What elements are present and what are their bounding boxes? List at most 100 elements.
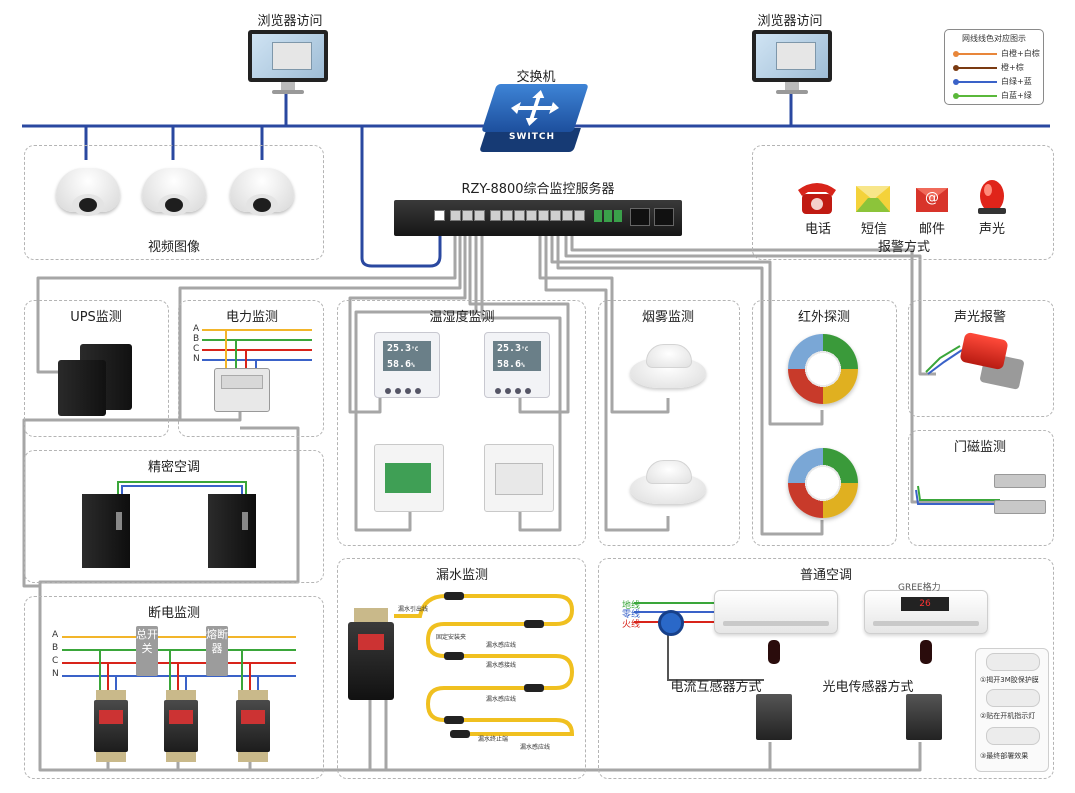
precision-ac-label: 精密空调: [147, 460, 201, 475]
ac-brand: GREE格力: [898, 583, 941, 593]
beacon-icon: [974, 176, 1010, 220]
browser-right-monitor-icon: [752, 30, 832, 94]
phase-label: A: [52, 630, 59, 640]
leak-note: 漏水感应线: [486, 696, 517, 703]
door-panel: [908, 430, 1054, 546]
leak-note: 漏水终止端: [478, 736, 509, 743]
svg-text:@: @: [925, 190, 939, 206]
ct-mode-label: 电流互感器方式: [670, 680, 762, 695]
ups-label: UPS监测: [70, 310, 122, 325]
wire-pir-1: [550, 226, 824, 426]
precision-ac-unit-icon: [208, 494, 256, 568]
temp-reading: 25.3: [497, 343, 522, 354]
sms-icon: [854, 180, 892, 220]
normal-ac-label: 普通空调: [799, 568, 853, 583]
water-leak-label: 漏水监测: [435, 568, 489, 583]
phase-label: A: [193, 324, 200, 334]
sound-light-panel: [908, 300, 1054, 417]
humidity-unit: %: [411, 362, 415, 369]
sensor-probe-icon: [768, 640, 780, 664]
wire-box-2: [480, 226, 562, 532]
browser-right-label: 浏览器访问: [757, 14, 823, 29]
precision-ac-unit-icon: [82, 494, 130, 568]
smoke-panel: [598, 300, 740, 546]
wall-ac-unit-icon: [714, 590, 838, 634]
legend-swatch-line: [957, 53, 997, 55]
legend-swatch-line: [957, 95, 997, 97]
sensor-box-icon: [484, 444, 554, 512]
normal-ac-panel: [598, 558, 1054, 779]
water-leak-controller-icon: [348, 608, 394, 700]
ac-line-label: 地线: [622, 601, 641, 611]
temp-humidity-panel: [337, 300, 586, 546]
fuse-breaker: 熔断器: [206, 626, 228, 676]
temp-reading: 25.3: [387, 343, 412, 354]
install-step: ①揭开3M胶保护膜: [980, 676, 1039, 684]
legend-item-label: 橙+棕: [1001, 63, 1024, 72]
legend-item-label: 白橙+白棕: [1001, 49, 1040, 58]
legend-swatch-dot: [953, 79, 959, 85]
power-panel: [178, 300, 324, 437]
wire-ups: [36, 226, 457, 374]
wire-smoke-1: [538, 226, 670, 414]
humidity-reading: 58.6: [497, 359, 522, 370]
install-step: ③最终部署效果: [980, 752, 1029, 760]
step-image: [986, 689, 1040, 707]
legend-swatch-dot: [953, 93, 959, 99]
power-meter-module-icon: [214, 368, 270, 412]
door-magnet-icon: [994, 474, 1046, 488]
leak-cable: [394, 594, 575, 736]
temp-humidity-label: 温湿度监测: [429, 310, 495, 325]
phase-label: B: [193, 334, 200, 344]
switch-label: 交换机: [516, 70, 556, 85]
leak-note: 固定安装夹: [436, 634, 467, 641]
ac-line-label: 火线: [622, 620, 641, 630]
install-step: ②贴在开机指示灯: [980, 712, 1036, 720]
legend-item-label: 白绿+蓝: [1001, 77, 1032, 86]
leak-note: 漏水感应线: [486, 642, 517, 649]
alarm-method-label: 声光: [978, 222, 1006, 237]
ac-line-label: 零线: [622, 610, 641, 620]
sensor-box-icon: [374, 444, 444, 512]
switch-text: SWITCH: [509, 132, 556, 142]
sensor-probe-icon: [920, 640, 932, 664]
phase-label: B: [52, 643, 59, 653]
ac-sensor-module-icon: [906, 694, 942, 740]
infrared-detector-icon: [788, 334, 858, 404]
camera-icon: [140, 168, 208, 224]
camera-icon: [228, 168, 296, 224]
power-cut-module-icon: [236, 690, 270, 762]
phase-label: N: [193, 354, 200, 364]
alarm-method-label: 电话: [804, 222, 832, 237]
wire-box-1: [354, 226, 478, 532]
water-leak-panel: [337, 558, 586, 779]
infrared-panel: [752, 300, 897, 546]
ups-unit-icon: [58, 360, 106, 416]
power-cut-module-icon: [164, 690, 198, 762]
alarm-method-label: 邮件: [918, 222, 946, 237]
network-to-server: [360, 126, 442, 268]
wire-thermo-2: [468, 226, 570, 414]
temp-unit: °C: [411, 346, 419, 353]
browser-left-label: 浏览器访问: [257, 14, 323, 29]
legend-swatch-line: [957, 67, 997, 69]
mail-icon: @: [914, 180, 950, 218]
photo-mode-label: 光电传感器方式: [822, 680, 914, 695]
wire-color-legend: 网线线色对应图示 白橙+白棕 橙+棕 白绿+蓝 白蓝+绿: [944, 29, 1044, 105]
legend-item: 白橙+白棕: [953, 47, 1041, 59]
siren-icon: [959, 331, 1026, 390]
infrared-label: 红外探测: [797, 310, 851, 325]
phase-label: C: [52, 656, 59, 666]
humidity-unit: %: [521, 362, 525, 369]
alarm-panel: [752, 145, 1054, 260]
power-label: 电力监测: [225, 310, 279, 325]
temp-unit: °C: [521, 346, 529, 353]
power-off-panel: [24, 596, 324, 779]
browser-left-monitor-icon: [248, 30, 328, 94]
legend-item-label: 白蓝+绿: [1001, 91, 1032, 100]
ups-panel: [24, 300, 169, 437]
alarm-method-label: 短信: [860, 222, 888, 237]
smoke-detector-icon: [630, 460, 706, 504]
